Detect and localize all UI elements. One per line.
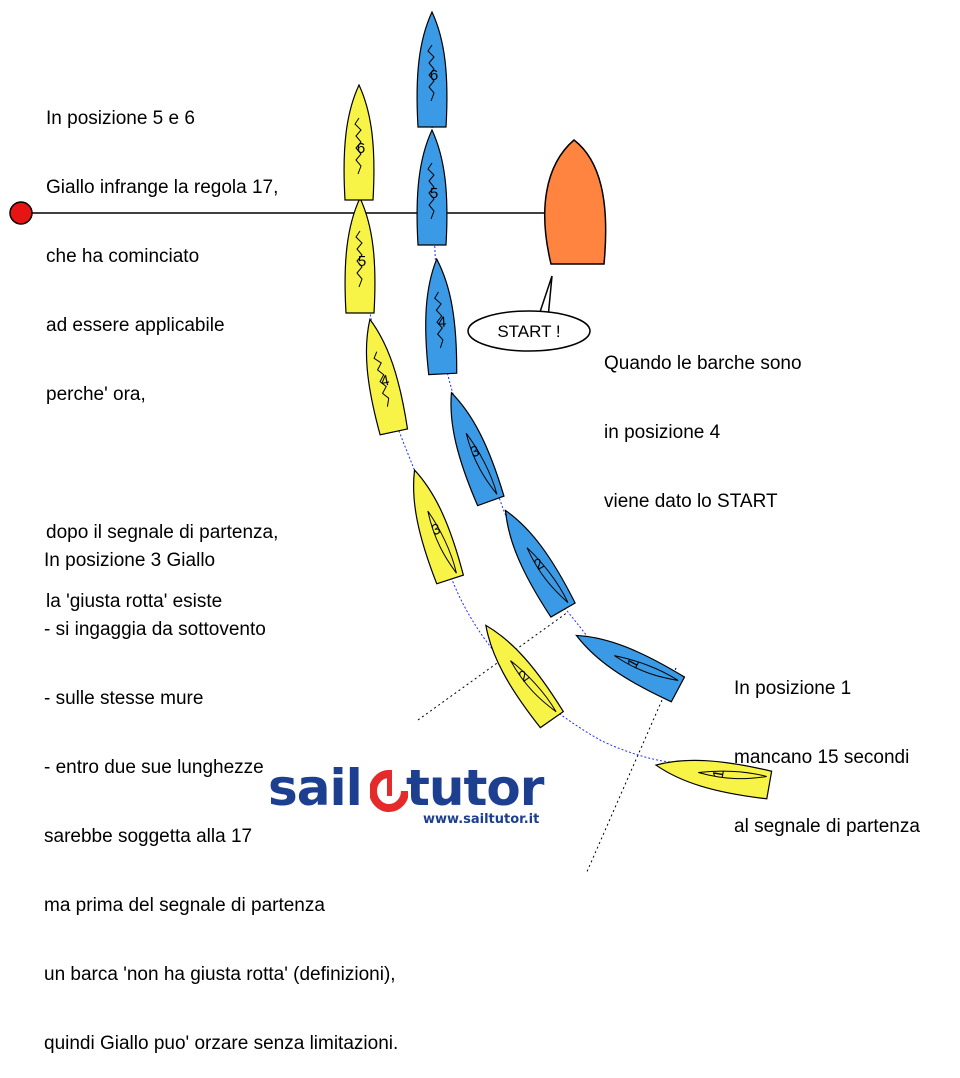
boat-sail [510, 660, 557, 713]
note-positions-5-6: In posizione 5 e 6 Giallo infrange la re… [46, 61, 278, 636]
boat-hull [344, 196, 376, 314]
boat-hull [654, 759, 773, 800]
bearing-reference-line [585, 667, 677, 874]
committee-boat [543, 139, 607, 265]
note-line: al segnale di partenza [734, 816, 920, 837]
note-line: In posizione 3 Giallo [44, 550, 216, 571]
note-line: che ha cominciato [46, 246, 200, 267]
note-line: la 'giusta rotta' esiste [46, 591, 223, 612]
note-line: viene dato lo START [604, 491, 778, 512]
note-line: - sulle stesse mure [44, 688, 204, 709]
note-line: in posizione 4 [604, 422, 721, 443]
boat-blue-5: 5 [416, 128, 448, 246]
boat-sail [355, 230, 363, 288]
boat-sail [434, 291, 444, 349]
boat-blue-3: 3 [450, 391, 505, 507]
note-start-signal: Quando le barche sono in posizione 4 vie… [604, 306, 802, 536]
boat-hull [504, 509, 576, 618]
note-line: ad essere applicabile [46, 315, 225, 336]
logo-ring-icon [370, 770, 408, 812]
boat-blue-2: 2 [504, 509, 576, 618]
boat-hull [416, 128, 448, 246]
start-bubble-body [467, 310, 591, 352]
boat-number: 6 [430, 67, 438, 84]
note-spacer [46, 452, 278, 475]
note-line: mancano 15 secondi [734, 747, 910, 768]
pin-buoy [9, 201, 33, 225]
boat-number: 5 [358, 253, 366, 270]
boat-sail [526, 547, 569, 603]
logo-url: www.sailtutor.it [423, 812, 540, 827]
boat-hull [575, 634, 686, 703]
overlap-reference-line [417, 611, 569, 721]
note-line: ma prima del segnale di partenza [44, 895, 325, 916]
boat-sail [427, 44, 435, 102]
note-line: quindi Giallo puo' orzare senza limitazi… [44, 1033, 399, 1054]
boat-number: 1 [710, 769, 728, 780]
boat-sail [427, 162, 435, 220]
note-line: In posizione 5 e 6 [46, 108, 195, 129]
boat-yellow-2: 2 [485, 624, 565, 729]
start-bubble-tail [537, 275, 553, 319]
boat-sail [614, 655, 679, 681]
note-line: sarebbe soggetta alla 17 [44, 826, 253, 847]
boat-sail [698, 770, 767, 780]
note-line: - entro due sue lunghezze [44, 757, 264, 778]
boat-sail [373, 351, 390, 407]
boat-number: 4 [437, 314, 446, 331]
yellow-track [360, 214, 671, 763]
boat-yellow-5: 5 [344, 196, 376, 314]
start-bubble-label: START ! [497, 322, 560, 341]
start-bubble: START ! [467, 275, 591, 352]
boat-sail [427, 510, 457, 574]
note-line: un barca 'non ha giusta rotta' (definizi… [44, 964, 396, 985]
boat-blue-1: 1 [575, 634, 686, 703]
boat-yellow-6: 6 [343, 83, 375, 201]
note-line: dopo il segnale di partenza, [46, 522, 279, 543]
boat-sail [465, 432, 498, 495]
logo-word-tutor: tutor [406, 759, 544, 817]
note-line: perche' ora, [46, 384, 146, 405]
boat-yellow-1: 1 [654, 759, 773, 800]
boat-hull [416, 10, 448, 128]
note-line: In posizione 1 [734, 678, 852, 699]
boat-hull [365, 317, 409, 436]
boat-hull [343, 83, 375, 201]
boat-yellow-3: 3 [412, 468, 465, 585]
note-line: Giallo infrange la regola 17, [46, 177, 279, 198]
note-line: Quando le barche sono [604, 353, 802, 374]
logo-word-sail: sail [268, 759, 363, 817]
sailtutor-logo: sail tutor www.sailtutor.it [268, 760, 558, 830]
boat-yellow-4: 4 [365, 317, 409, 436]
boat-number: 4 [379, 372, 391, 390]
boat-blue-6: 6 [416, 10, 448, 128]
boat-sail [354, 117, 362, 175]
boat-blue-4: 4 [425, 257, 458, 376]
boat-number: 5 [430, 185, 438, 202]
note-line: - si ingaggia da sottovento [44, 619, 266, 640]
note-position-1: In posizione 1 mancano 15 secondi al seg… [734, 631, 920, 861]
boat-number: 6 [357, 140, 365, 157]
